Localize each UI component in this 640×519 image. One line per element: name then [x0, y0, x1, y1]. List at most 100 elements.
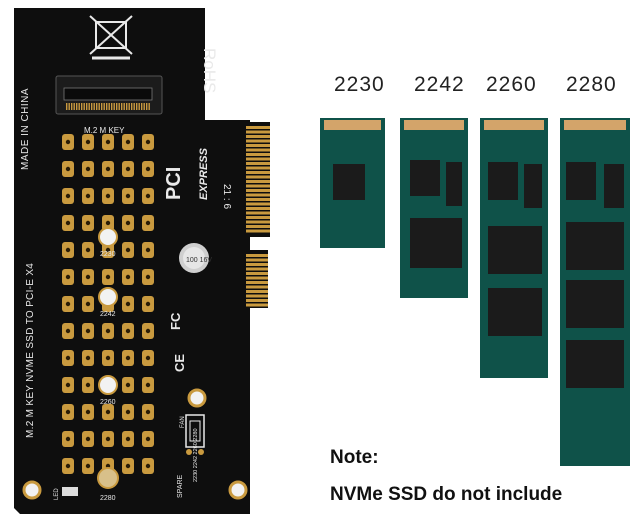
mount-mark-2242: 2242 [100, 311, 116, 318]
socket-pin [68, 103, 70, 110]
socket-pin [88, 103, 90, 110]
gold-finger [246, 294, 268, 298]
pad-via [65, 220, 71, 226]
led-component [62, 487, 78, 496]
gold-finger [246, 272, 268, 275]
pcie-adapter-board: 100 16V RoHS MADE IN CHINA M.2 M KEY NVM… [14, 8, 270, 514]
bracket-hole-top [187, 388, 207, 408]
pad-via [125, 463, 131, 469]
socket-pin [123, 103, 125, 110]
pcie-connector-tab [205, 120, 248, 345]
note-body: NVMe SSD do not include [330, 484, 563, 505]
pad-via [85, 166, 91, 172]
pad-via [145, 355, 151, 361]
m2-key-label: M.2 M KEY [84, 126, 125, 135]
socket-pins [66, 103, 150, 110]
ssd-2230 [320, 118, 385, 248]
socket-pin [81, 103, 83, 110]
mount-hole-2242 [98, 287, 118, 307]
pad-via [145, 166, 151, 172]
socket-pin [143, 103, 145, 110]
pad-via [125, 409, 131, 415]
socket-pin [71, 103, 73, 110]
socket-pin [83, 103, 85, 110]
gold-finger [246, 198, 270, 201]
socket-pin [101, 103, 103, 110]
pad-via [145, 382, 151, 388]
socket-pin [73, 103, 75, 110]
pad-via [65, 193, 71, 199]
pad-via [145, 193, 151, 199]
ssd-chip [410, 160, 440, 196]
gold-finger [246, 130, 270, 134]
pad-via [145, 328, 151, 334]
gold-finger [246, 285, 268, 289]
pad-via [105, 139, 111, 145]
size-label-2260: 2260 [486, 73, 537, 96]
pad-via [145, 409, 151, 415]
ssd-chip [333, 164, 365, 200]
pad-via [65, 436, 71, 442]
size-label-2280: 2280 [566, 73, 617, 96]
gold-finger [246, 276, 268, 280]
spare-label: SPARE [177, 474, 184, 498]
pad-via [65, 166, 71, 172]
gold-finger [246, 267, 268, 271]
gold-finger [246, 157, 270, 161]
gold-fingers [246, 126, 270, 307]
mount-mark-2230: 2230 [100, 251, 116, 258]
size-label-2242: 2242 [414, 73, 465, 96]
gold-finger [246, 148, 270, 152]
ssd-size-comparison [320, 118, 630, 466]
pad-via [145, 301, 151, 307]
mount-mark-2260: 2260 [100, 399, 116, 406]
gold-finger [246, 175, 270, 179]
ssd-chip [566, 162, 596, 200]
gold-finger [246, 216, 270, 219]
capacitor-value: 100 16V [186, 257, 212, 264]
ssd-chip [488, 288, 542, 336]
pad-via [85, 139, 91, 145]
pad-via [105, 193, 111, 199]
ssd-chip [446, 162, 462, 206]
socket-pin [136, 103, 138, 110]
pad-via [145, 436, 151, 442]
ssd-chip [566, 280, 624, 328]
socket-pin [121, 103, 123, 110]
socket-pin [113, 103, 115, 110]
pad-via [105, 274, 111, 280]
capacitor: 100 16V [179, 243, 212, 273]
pad-via [85, 436, 91, 442]
pad-via [85, 274, 91, 280]
gold-finger [246, 139, 270, 143]
fan-label: FAN [180, 416, 186, 428]
socket-pin [108, 103, 110, 110]
pad-via [125, 382, 131, 388]
pad-via [105, 247, 111, 253]
gold-finger [246, 171, 270, 174]
pad-via [85, 193, 91, 199]
gold-finger [246, 166, 270, 170]
gold-finger [246, 229, 270, 233]
socket-pin [148, 103, 150, 110]
gold-finger [246, 299, 268, 302]
gold-finger [246, 193, 270, 197]
pci-express-logo: PCI EXPRESS [163, 147, 210, 200]
ssd-chip [566, 222, 624, 270]
pad-via [65, 409, 71, 415]
gold-finger [246, 281, 268, 284]
board-code: 21 : 6 [221, 184, 232, 209]
socket-pin [96, 103, 98, 110]
ssd-2260 [480, 118, 548, 378]
side-sizes-label: 2230 2242 2260 2280 [193, 428, 199, 482]
gold-finger [246, 225, 270, 228]
gold-finger [246, 263, 268, 266]
socket-pin [133, 103, 135, 110]
ssd-chip [488, 162, 518, 200]
gold-finger [246, 254, 268, 257]
gold-finger [246, 220, 270, 224]
ssd-chip [566, 340, 624, 388]
size-label-2230: 2230 [334, 73, 385, 96]
pcie-edge [240, 122, 270, 237]
